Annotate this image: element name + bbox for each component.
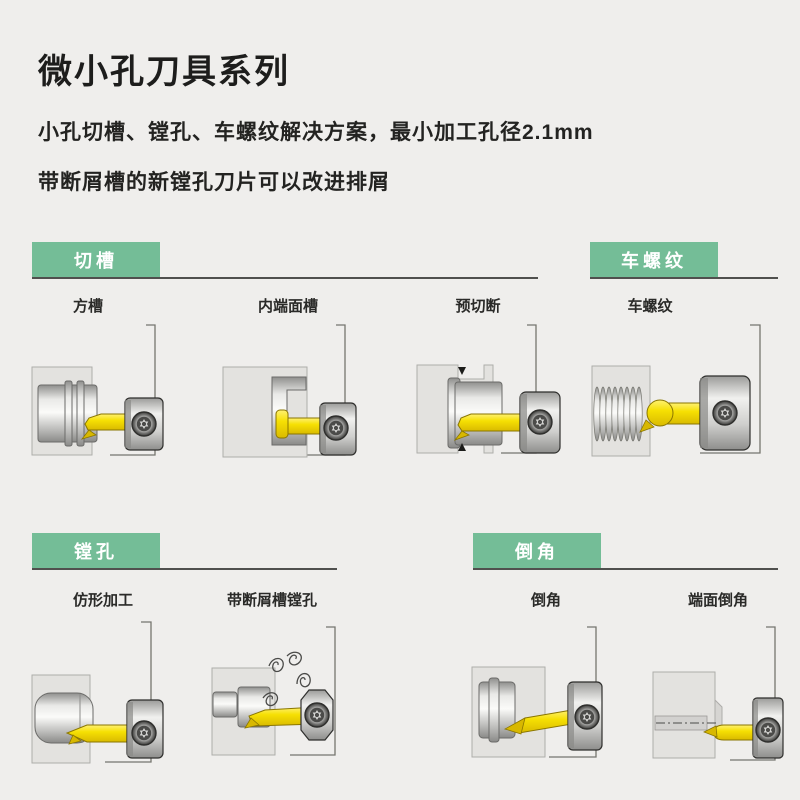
label-chipbreaker-boring: 带断屑槽镗孔 <box>226 592 318 609</box>
subtitle-line-2: 带断屑槽的新镗孔刀片可以改进排屑 <box>38 171 390 194</box>
section-boring-badge: 镗孔 <box>32 533 160 568</box>
figure-pre-cutoff <box>405 318 580 470</box>
section-chamfering-badge: 倒角 <box>473 533 601 568</box>
label-internal-face-groove: 内端面槽 <box>257 298 319 315</box>
label-chamfer: 倒角 <box>530 592 562 609</box>
section-chamfering: 倒角 <box>473 533 778 570</box>
figure-face-chamfer <box>640 612 800 770</box>
figure-profiling <box>25 612 185 770</box>
label-face-chamfer: 端面倒角 <box>687 592 749 609</box>
section-boring: 镗孔 <box>32 533 337 570</box>
subtitle-line-1: 小孔切槽、镗孔、车螺纹解决方案，最小加工孔径2.1mm <box>38 121 594 144</box>
label-pre-cutoff: 预切断 <box>455 298 501 315</box>
label-profiling: 仿形加工 <box>72 592 134 609</box>
figure-internal-face-groove <box>210 318 370 470</box>
label-thread-turning: 车螺纹 <box>627 298 673 315</box>
figure-chamfer <box>455 612 635 770</box>
section-grooving: 切槽 <box>32 242 538 279</box>
section-threading-badge: 车螺纹 <box>590 242 718 277</box>
page-title: 微小孔刀具系列 <box>38 53 290 91</box>
section-grooving-badge: 切槽 <box>32 242 160 277</box>
label-square-groove: 方槽 <box>72 298 104 315</box>
figure-square-groove <box>25 318 185 470</box>
section-threading: 车螺纹 <box>590 242 778 279</box>
figure-thread-turning <box>580 318 780 470</box>
figure-chipbreaker-boring <box>205 612 380 770</box>
